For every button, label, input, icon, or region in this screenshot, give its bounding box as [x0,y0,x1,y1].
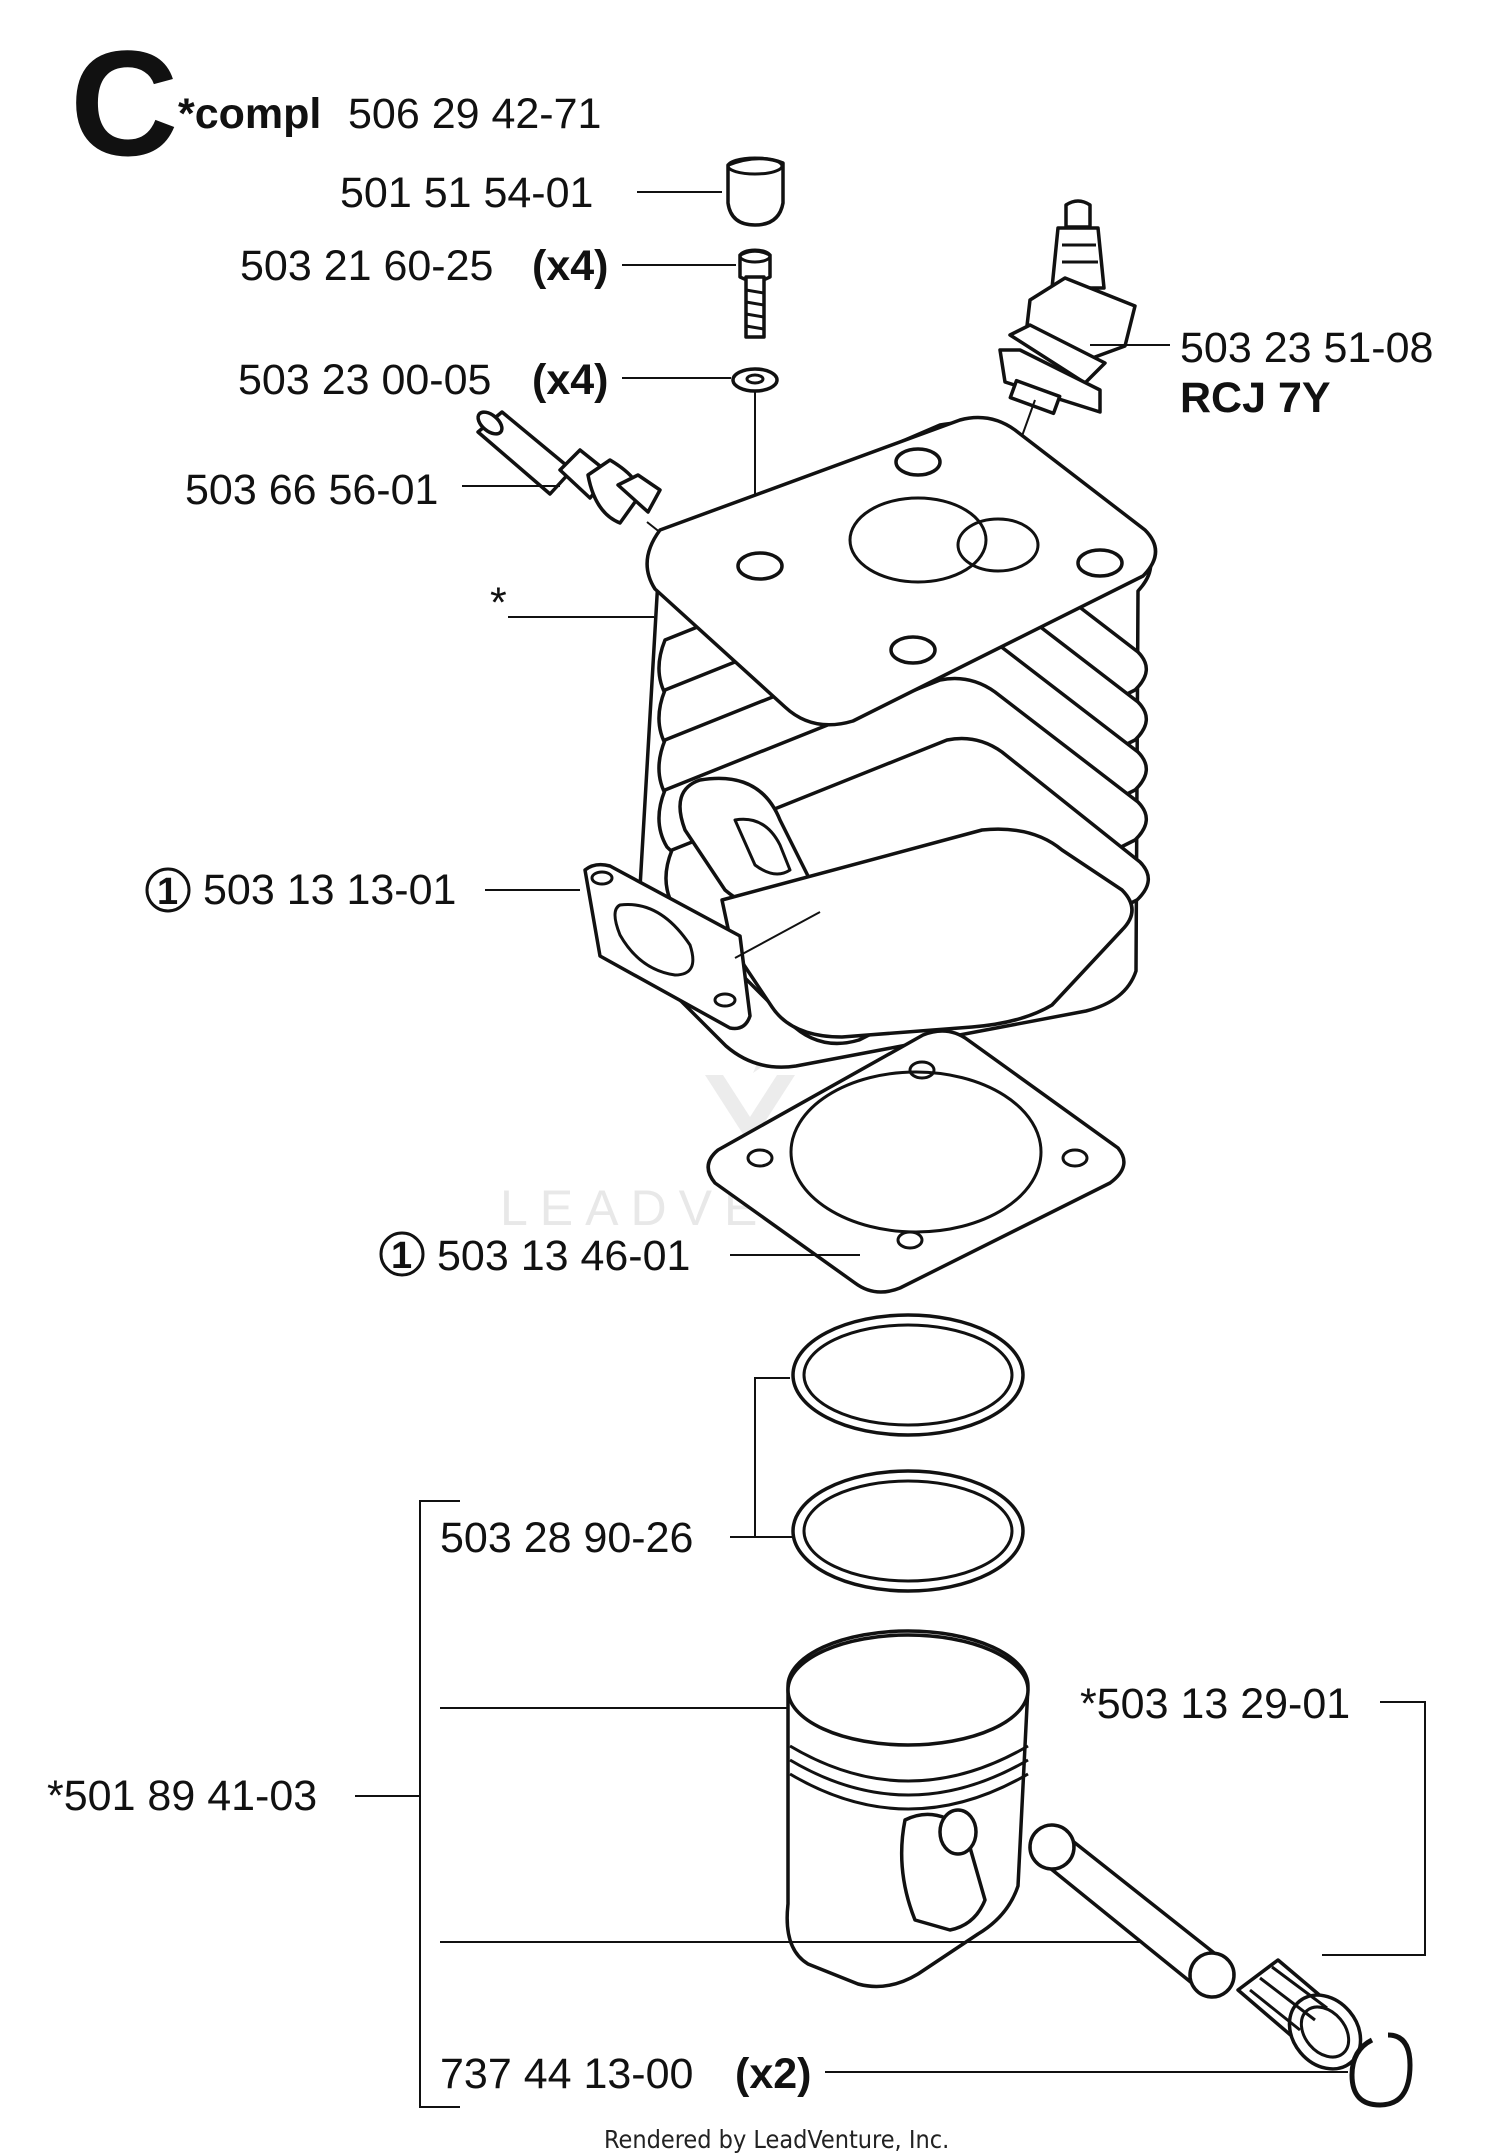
label-plug-cap: 501 51 54-01 [340,169,593,217]
exhaust-gasket-drawing [583,862,752,1031]
label-bearing: *503 13 29-01 [1080,1680,1350,1728]
compl-number: 506 29 42-71 [348,90,601,138]
section-letter: C [70,19,178,187]
label-gasket-small: 503 13 13-01 [203,866,456,914]
piston-drawing [785,1629,1030,1989]
mark-circle-1b [379,1231,425,1277]
base-gasket-drawing [706,1029,1126,1294]
label-circlip: 737 44 13-00 [440,2050,693,2098]
mark-circle-1a [145,867,191,913]
label-washer: 503 23 00-05 [238,356,491,404]
screw-drawing [738,248,772,339]
valve-drawing [476,410,662,525]
label-circlip-qty: (x2) [735,2050,811,2098]
label-valve: 503 66 56-01 [185,466,438,514]
label-spark-plug: 503 23 51-08 [1180,324,1433,372]
washer-drawing [731,367,779,393]
spark-plug-drawing [998,199,1137,416]
mark-gasket-base: 1 [391,1235,412,1277]
plug-cap-drawing [726,156,785,227]
needle-bearing-drawing [1236,1958,1363,2071]
label-spark-plug-sub: RCJ 7Y [1180,374,1331,422]
footer-credit: Rendered by LeadVenture, Inc. [604,2125,949,2154]
mark-gasket-small: 1 [157,871,178,913]
label-washer-qty: (x4) [532,356,608,404]
label-rings: 503 28 90-26 [440,1514,693,1562]
label-piston-kit: *501 89 41-03 [47,1772,317,1820]
circlip-drawing [1349,2032,1413,2108]
label-cylinder: * [490,579,507,627]
cylinder-drawing [634,415,1158,1069]
label-screw: 503 21 60-25 [240,242,493,290]
piston-pin-drawing [1028,1823,1236,1999]
label-screw-qty: (x4) [532,242,608,290]
piston-rings-drawing [791,1313,1025,1593]
compl-prefix: *compl [178,90,321,138]
label-gasket-base: 503 13 46-01 [437,1232,690,1280]
